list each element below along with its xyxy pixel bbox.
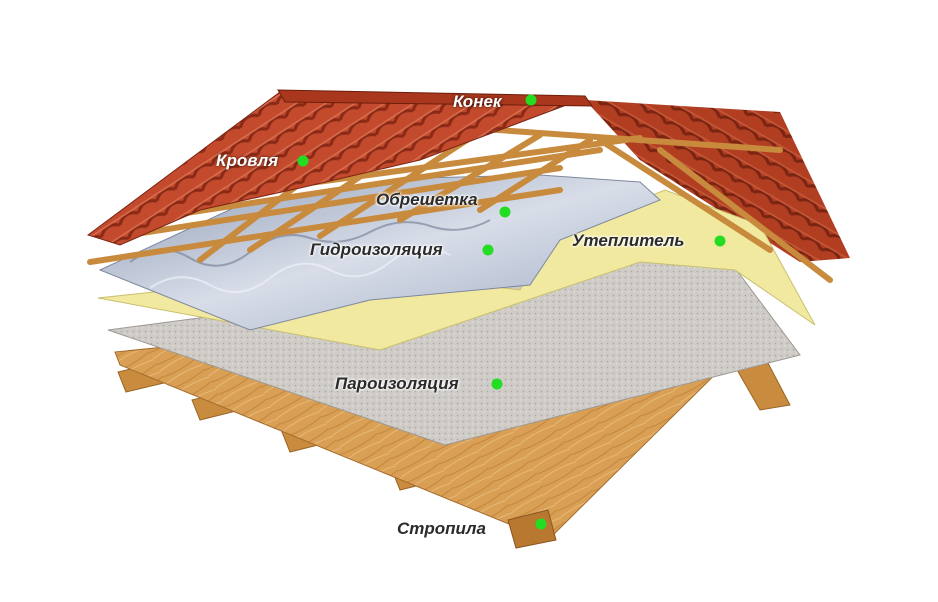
rafters-label: Стропила: [397, 519, 486, 538]
rafters-marker-dot: [535, 518, 547, 530]
battens-marker-dot: [499, 206, 511, 218]
waterproofing-label: Гидроизоляция: [310, 240, 443, 259]
roofing-marker-dot: [297, 155, 309, 167]
ridge-marker-dot: [525, 94, 537, 106]
battens-label: Обрешетка: [376, 190, 478, 209]
insulation-marker-dot: [714, 235, 726, 247]
waterproofing-marker-dot: [482, 244, 494, 256]
battens-lattice: [87, 125, 833, 283]
vapor-barrier-marker-dot: [491, 378, 503, 390]
ridge-label: Конек: [453, 92, 502, 111]
insulation-label: Утеплитель: [572, 231, 685, 250]
ridge-cap: [277, 89, 593, 107]
vapor-barrier-label: Пароизоляция: [335, 374, 459, 393]
membrane-waves: [129, 219, 491, 267]
roofing-label: Кровля: [216, 151, 279, 170]
